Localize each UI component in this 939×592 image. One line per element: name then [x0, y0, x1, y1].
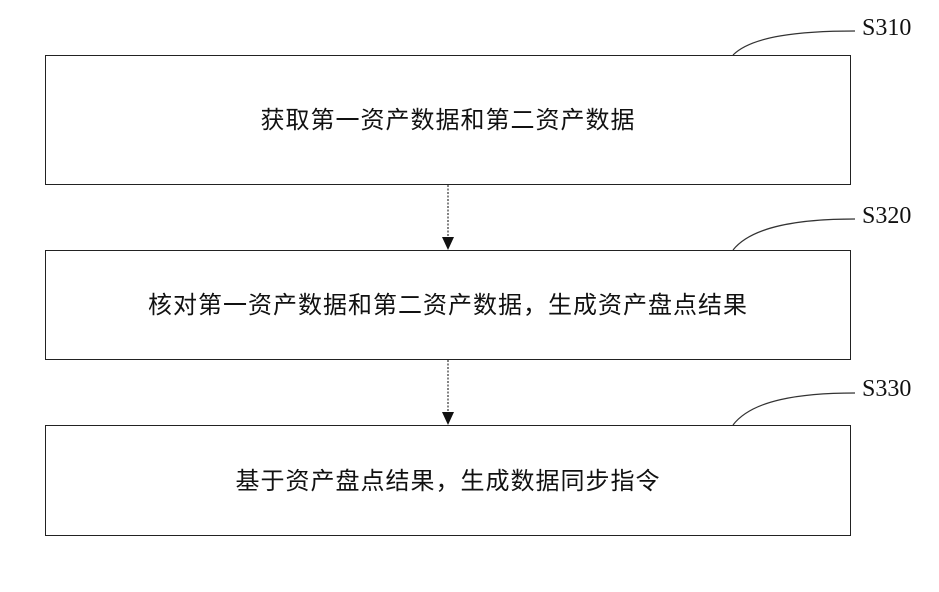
leader-curve-s310 — [733, 31, 855, 55]
arrow-head-s320-s330 — [442, 412, 454, 425]
arrow-head-s310-s320 — [442, 237, 454, 250]
step-box-s330: 基于资产盘点结果，生成数据同步指令 — [45, 425, 851, 536]
step-label-s320: S320 — [862, 204, 911, 228]
step-box-s310: 获取第一资产数据和第二资产数据 — [45, 55, 851, 185]
step-text-s330: 基于资产盘点结果，生成数据同步指令 — [236, 469, 661, 493]
step-box-s320: 核对第一资产数据和第二资产数据，生成资产盘点结果 — [45, 250, 851, 360]
leader-curve-s330 — [733, 393, 855, 425]
step-text-s310: 获取第一资产数据和第二资产数据 — [261, 108, 636, 132]
leader-curve-s320 — [733, 219, 855, 250]
step-text-s320: 核对第一资产数据和第二资产数据，生成资产盘点结果 — [148, 293, 748, 317]
step-label-s310: S310 — [862, 16, 911, 40]
step-label-s330: S330 — [862, 377, 911, 401]
